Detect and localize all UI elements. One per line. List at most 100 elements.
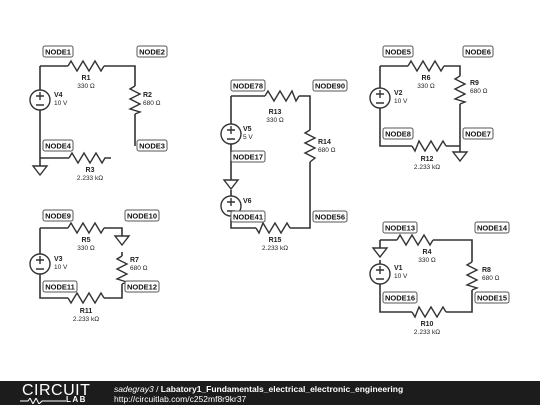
node-tag-box [42, 45, 74, 58]
node-tag-node10[interactable]: NODE10 [124, 209, 160, 222]
node-tag-box [462, 127, 494, 140]
component-name: V3 [54, 256, 63, 263]
node-tag-box [136, 139, 168, 152]
resistor-r7[interactable] [115, 255, 130, 285]
ground-symbol [222, 179, 240, 191]
resistor-r13[interactable] [264, 89, 300, 103]
author-link[interactable]: sadegray3 [114, 384, 154, 394]
node-tag-box [382, 127, 414, 140]
component-name: V1 [394, 265, 403, 272]
node-tag-box [136, 45, 168, 58]
node-tag-label: NODE5 [385, 48, 411, 57]
node-tag-node56[interactable]: NODE56 [312, 210, 348, 223]
resistor-r1[interactable] [67, 59, 105, 73]
node-tag-label: NODE16 [385, 294, 415, 303]
node-tag-node14[interactable]: NODE14 [474, 221, 510, 234]
node-tag-box [382, 291, 418, 304]
node-tag-label: NODE4 [45, 142, 72, 151]
component-name: R8 [482, 267, 491, 274]
resistor-r3[interactable] [68, 151, 111, 165]
resistor-r2[interactable] [128, 85, 143, 115]
component-value: 680 Ω [143, 100, 161, 107]
resistor-r9[interactable] [453, 75, 468, 105]
node-tag-box [474, 291, 510, 304]
circuit-b [220, 89, 317, 235]
node-tag-node6[interactable]: NODE6 [462, 45, 494, 58]
node-tag-node17[interactable]: NODE17 [230, 150, 266, 163]
component-value: 680 Ω [482, 275, 500, 282]
circuitlab-logo[interactable]: CIRCUIT [22, 382, 91, 399]
node-tag-label: NODE41 [233, 213, 263, 222]
component-name: R13 [269, 109, 282, 116]
node-tag-label: NODE10 [127, 212, 157, 221]
resistor-r12[interactable] [411, 139, 447, 153]
node-tag-node13[interactable]: NODE13 [382, 221, 418, 234]
source-v2[interactable] [369, 87, 391, 109]
component-name: V6 [243, 198, 252, 205]
circuit-url[interactable]: http://circuitlab.com/c252mf8r9kr37 [114, 394, 247, 404]
node-tag-node16[interactable]: NODE16 [382, 291, 418, 304]
node-tag-box [42, 209, 74, 222]
source-v3[interactable] [29, 253, 51, 275]
node-tag-label: NODE9 [45, 212, 71, 221]
node-tag-node78[interactable]: NODE78 [230, 79, 266, 92]
node-tag-node12[interactable]: NODE12 [124, 280, 160, 293]
component-value: 5 V [243, 134, 253, 141]
node-tag-node3[interactable]: NODE3 [136, 139, 168, 152]
title-separator: / [153, 384, 161, 394]
node-tag-box [230, 150, 266, 163]
node-tag-node2[interactable]: NODE2 [136, 45, 168, 58]
node-tag-node15[interactable]: NODE15 [474, 291, 510, 304]
node-tag-label: NODE1 [45, 48, 71, 57]
node-tag-box [42, 280, 78, 293]
node-tag-box [382, 45, 414, 58]
circuit-title[interactable]: Labatory1_Fundamentals_electrical_electr… [160, 384, 404, 394]
component-name: R1 [82, 75, 91, 82]
node-tag-node90[interactable]: NODE90 [312, 79, 348, 92]
node-tag-node4[interactable]: NODE4 [42, 139, 74, 152]
node-tag-node41[interactable]: NODE41 [230, 210, 266, 223]
node-tag-label: NODE15 [477, 294, 507, 303]
resistor-r14[interactable] [303, 129, 317, 163]
component-name: V4 [54, 92, 63, 99]
resistor-r10[interactable] [411, 305, 447, 319]
resistor-r4[interactable] [396, 233, 434, 247]
node-tag-node8[interactable]: NODE8 [382, 127, 414, 140]
node-tag-node11[interactable]: NODE11 [42, 280, 78, 293]
logo-wave-icon [20, 398, 66, 404]
ground-symbol [31, 165, 49, 177]
resistor-r5[interactable] [67, 221, 105, 235]
node-tag-label: NODE8 [385, 130, 411, 139]
resistor-r6[interactable] [407, 59, 445, 73]
component-value: 330 Ω [418, 257, 436, 264]
component-name: V5 [243, 126, 252, 133]
node-tag-node5[interactable]: NODE5 [382, 45, 414, 58]
node-tag-node7[interactable]: NODE7 [462, 127, 494, 140]
source-v4[interactable] [29, 89, 51, 111]
node-tag-node1[interactable]: NODE1 [42, 45, 74, 58]
component-value: 10 V [394, 98, 408, 105]
component-name: R11 [80, 308, 93, 315]
resistor-r8[interactable] [465, 261, 480, 291]
component-value: 680 Ω [318, 147, 336, 154]
component-name: R7 [130, 257, 139, 264]
resistor-r11[interactable] [67, 291, 105, 305]
node-tag-label: NODE13 [385, 224, 415, 233]
circuit-c [369, 59, 469, 163]
node-tag-node9[interactable]: NODE9 [42, 209, 74, 222]
resistor-r15[interactable] [255, 221, 291, 235]
node-tag-label: NODE6 [465, 48, 491, 57]
node-tag-label: NODE90 [315, 82, 345, 91]
node-tag-label: NODE56 [315, 213, 345, 222]
source-v5[interactable] [220, 123, 242, 145]
circuit-d [29, 221, 131, 305]
source-v1[interactable] [369, 263, 391, 285]
